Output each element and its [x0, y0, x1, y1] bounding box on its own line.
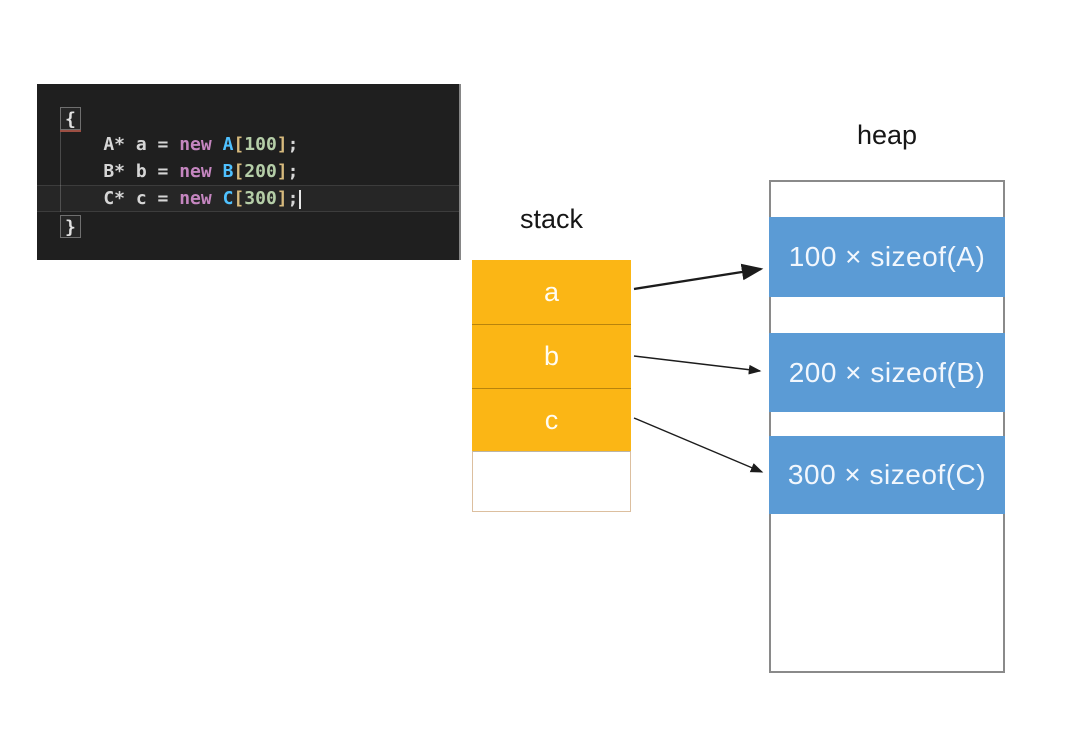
code-token-type: C [222, 188, 234, 209]
code-token-plain: A* a = [60, 134, 180, 155]
stack-box: a b c [472, 260, 631, 512]
code-token-bracket: [ [233, 134, 245, 155]
code-token-bracket: [ [233, 188, 245, 209]
stack-cell-c: c [472, 388, 631, 451]
heap-block-a: 100 × sizeof(A) [769, 217, 1005, 297]
code-token-plain: ; [287, 188, 299, 209]
code-token-plain [212, 188, 223, 209]
code-token-plain: ; [287, 134, 299, 155]
stack-cell-a: a [472, 260, 631, 324]
arrow-stack-cell-b-to-heap-block-1 [633, 355, 762, 375]
code-line: { [37, 104, 459, 132]
code-token-bracket: ] [276, 188, 288, 209]
code-token-plain [212, 134, 223, 155]
code-token-type: B [222, 161, 234, 182]
code-token-keyword: new [179, 188, 212, 209]
code-token-number: 200 [244, 161, 277, 182]
code-token-plain [212, 161, 223, 182]
code-token-keyword: new [179, 134, 212, 155]
code-token-plain: B* b = [60, 161, 180, 182]
code-token-brace-close: } [60, 214, 81, 238]
arrow-stack-cell-a-to-heap-block-0 [633, 263, 764, 291]
code-line: A* a = new A[100]; [37, 131, 459, 158]
code-line: B* b = new B[200]; [37, 158, 459, 185]
text-cursor [299, 189, 302, 209]
code-token-plain: C* c = [60, 188, 180, 209]
code-token-keyword: new [179, 161, 212, 182]
code-lines: { A* a = new A[100]; B* b = new B[200]; … [37, 84, 459, 260]
stack-cell-empty [472, 451, 631, 512]
code-token-type: A [222, 134, 234, 155]
stack-cell-b: b [472, 324, 631, 388]
heap-block-c: 300 × sizeof(C) [769, 436, 1005, 514]
stack-title: stack [519, 204, 584, 234]
code-line-current: C* c = new C[300]; [37, 185, 459, 212]
code-line: } [37, 212, 459, 239]
indent-guide [60, 131, 61, 212]
code-token-brace-open: { [60, 106, 81, 132]
code-token-bracket: [ [233, 161, 245, 182]
code-editor: { A* a = new A[100]; B* b = new B[200]; … [37, 84, 461, 260]
code-token-number: 300 [244, 188, 277, 209]
code-token-bracket: ] [276, 161, 288, 182]
code-token-bracket: ] [276, 134, 288, 155]
code-token-number: 100 [244, 134, 277, 155]
heap-title: heap [856, 120, 918, 150]
heap-block-b: 200 × sizeof(B) [769, 333, 1005, 412]
heap-box: 100 × sizeof(A) 200 × sizeof(B) 300 × si… [769, 180, 1005, 673]
code-token-plain: ; [287, 161, 299, 182]
arrow-stack-cell-c-to-heap-block-2 [633, 417, 764, 473]
